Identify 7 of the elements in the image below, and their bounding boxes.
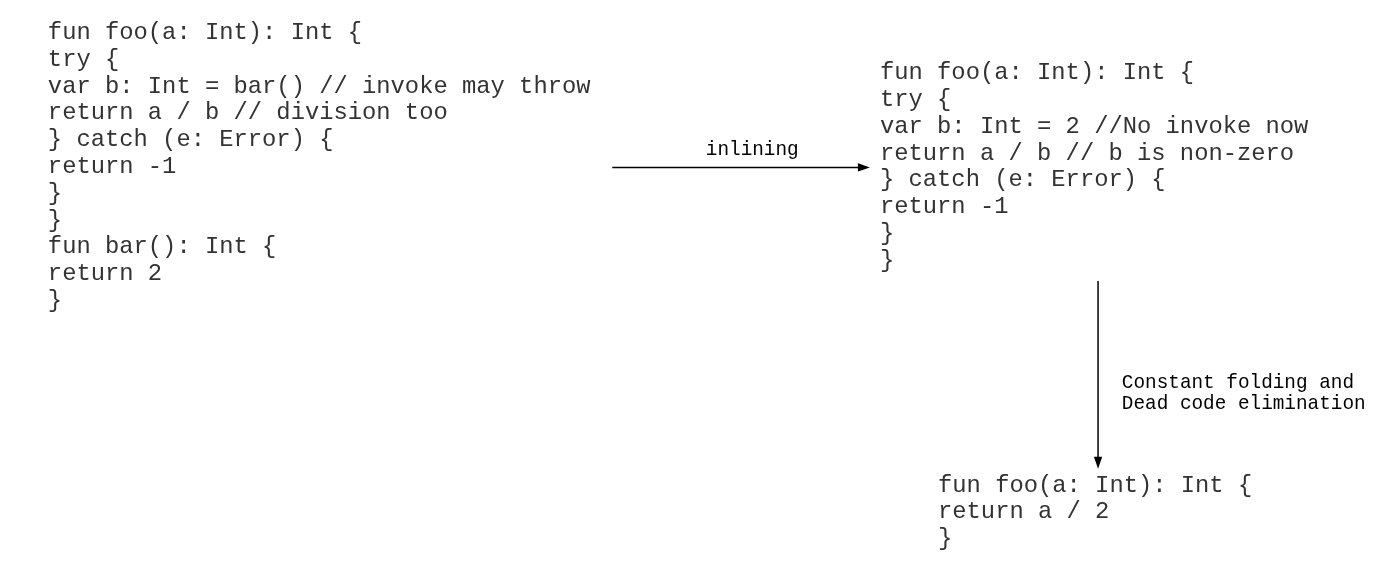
arrow [1093,280,1102,469]
node-text: fun foo(a: Int): Int { try { var b: Int = 2 //No invoke now return a / b // b is non-zero } catch (e: Error) { return -1 } } [879,59,1308,274]
arrow [611,163,870,172]
edge-label: inlining [705,138,799,161]
node-text: fun foo(a: Int): Int { return a / 2 } [937,471,1252,553]
node-text: fun foo(a: Int): Int { try { var b: Int = bar() // invoke may throw return a / b // division too } catch (e: Error) { return -1 } } fun bar(): Int { return 2 } [47,19,591,315]
edge-label: Constant folding and Dead code elimination [1121,372,1366,416]
